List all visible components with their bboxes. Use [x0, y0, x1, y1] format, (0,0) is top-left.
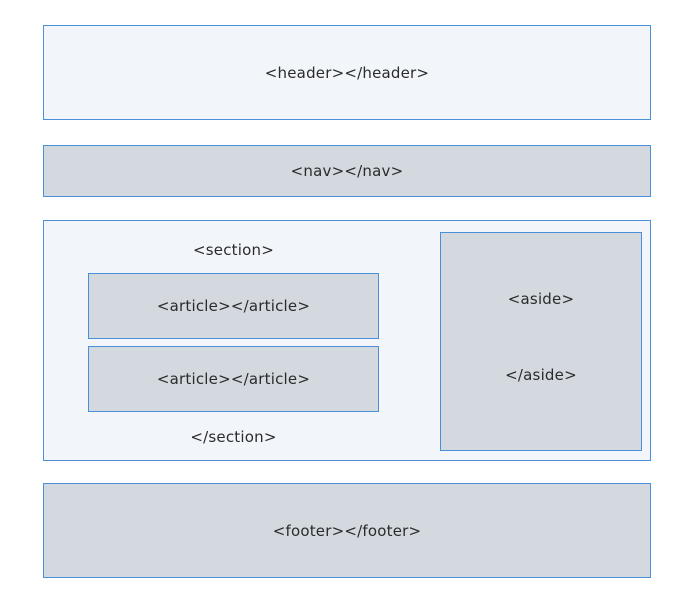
- aside-open-label: <aside>: [507, 290, 575, 308]
- header-block: <header></header>: [43, 25, 651, 120]
- footer-block: <footer></footer>: [43, 483, 651, 578]
- article-label: <article></article>: [156, 297, 311, 315]
- article-label: <article></article>: [156, 370, 311, 388]
- aside-close-label: </aside>: [505, 366, 577, 384]
- nav-block: <nav></nav>: [43, 145, 651, 197]
- section-block: <section> <article></article> <article><…: [43, 220, 651, 461]
- section-close-label: </section>: [190, 428, 277, 446]
- article-block: <article></article>: [88, 346, 379, 412]
- header-label: <header></header>: [264, 63, 430, 82]
- article-block: <article></article>: [88, 273, 379, 339]
- aside-block: <aside> </aside>: [440, 232, 642, 451]
- section-open-label: <section>: [193, 241, 274, 259]
- nav-label: <nav></nav>: [290, 162, 404, 180]
- footer-label: <footer></footer>: [272, 521, 422, 540]
